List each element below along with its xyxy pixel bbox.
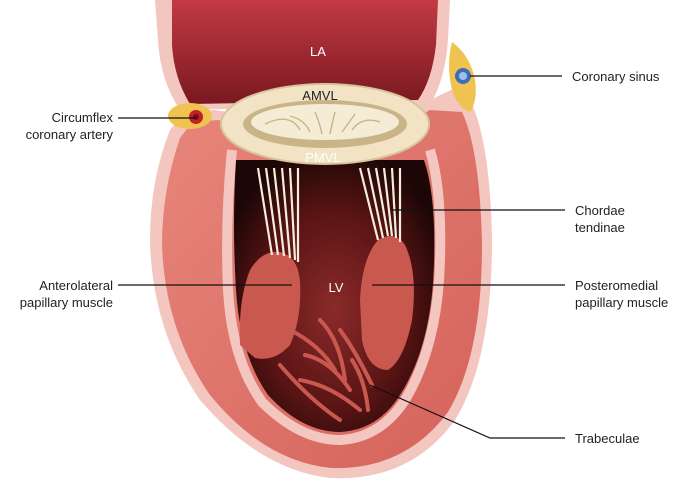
label-chordae-line1: Chordae bbox=[575, 203, 625, 218]
posteromedial-papillary-muscle bbox=[360, 236, 414, 370]
left-atrium bbox=[155, 0, 450, 110]
label-chordae-line2: tendinae bbox=[575, 220, 625, 235]
label-posteromedial-line2: papillary muscle bbox=[575, 295, 668, 310]
la-label: LA bbox=[310, 44, 326, 59]
coronary-sinus bbox=[449, 42, 476, 112]
chordae-tendinae bbox=[256, 167, 402, 262]
label-posteromedial-line1: Posteromedial bbox=[575, 278, 658, 293]
mitral-valve bbox=[220, 83, 430, 165]
leader-trabeculae bbox=[369, 384, 565, 439]
anterolateral-papillary-muscle bbox=[239, 251, 301, 359]
label-circumflex-line1: Circumflex bbox=[52, 110, 114, 125]
circumflex-coronary-artery bbox=[168, 103, 212, 129]
pmvl-label: PMVL bbox=[305, 150, 340, 165]
wall-inner-border bbox=[222, 148, 446, 446]
label-anterolateral-line1: Anterolateral bbox=[39, 278, 113, 293]
label-circumflex-line2: coronary artery bbox=[26, 127, 114, 142]
label-coronary-sinus: Coronary sinus bbox=[572, 69, 660, 84]
trabeculae bbox=[278, 318, 374, 422]
label-trabeculae: Trabeculae bbox=[575, 431, 640, 446]
label-anterolateral-line2: papillary muscle bbox=[20, 295, 113, 310]
lv-label: LV bbox=[329, 280, 344, 295]
amvl-label: AMVL bbox=[302, 88, 337, 103]
